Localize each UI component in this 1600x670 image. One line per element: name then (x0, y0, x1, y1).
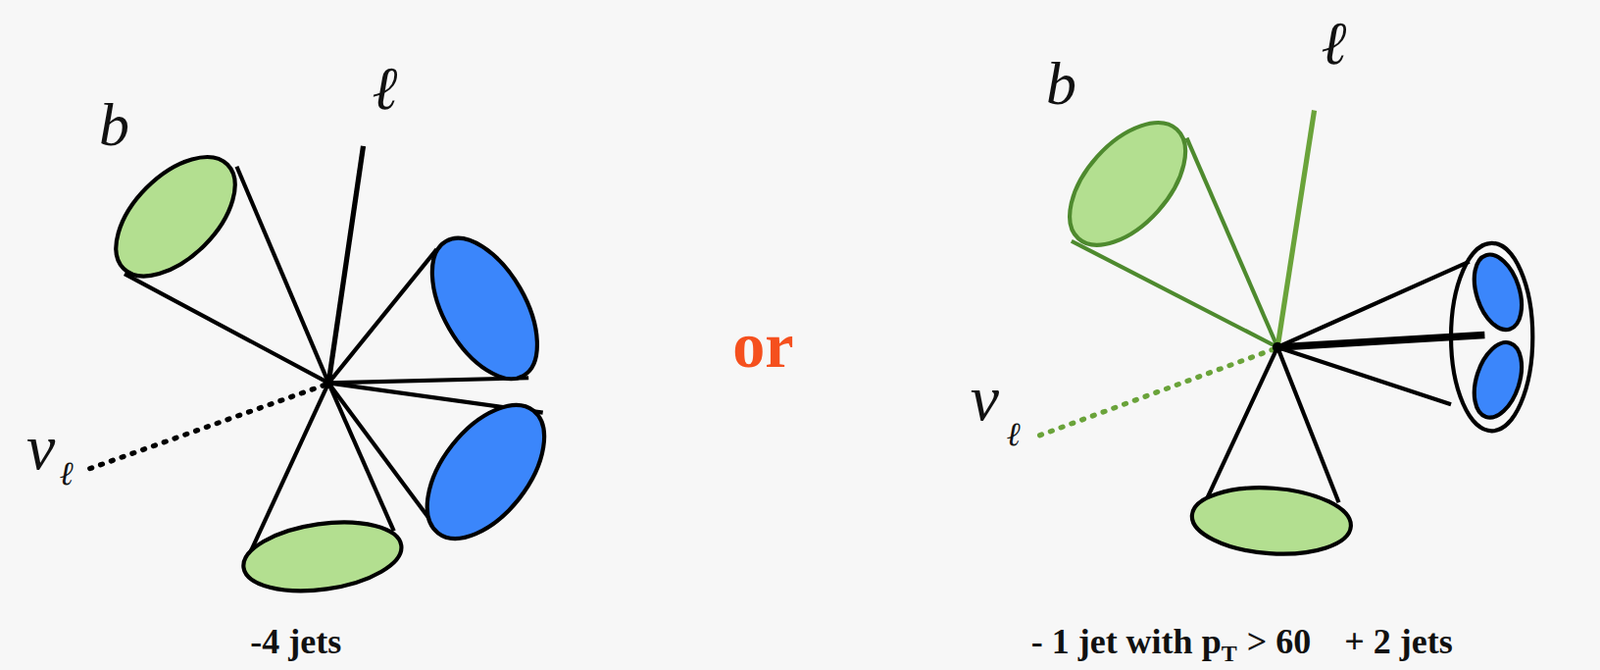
jet-cone (403, 384, 567, 559)
caption-text: > 60 (1247, 621, 1312, 661)
caption-text: - 1 jet with p (1031, 621, 1222, 661)
cone-edge (328, 377, 529, 383)
jet-cone (410, 220, 559, 397)
or-label: or (732, 312, 794, 378)
fat-jet-axis (1277, 335, 1485, 348)
cone-edge (1277, 347, 1339, 502)
particle-label: ν (970, 365, 1000, 431)
particle-label: b (99, 94, 130, 155)
caption-text: + 2 jets (1344, 621, 1452, 661)
cone-edge (1186, 138, 1278, 348)
neutrino-line (83, 385, 325, 471)
lepton-line (1277, 110, 1314, 348)
jet-cone (1190, 482, 1354, 559)
jet-cone (1048, 101, 1207, 266)
particle-subscript: ℓ (59, 456, 74, 491)
cone-edge (1071, 241, 1278, 348)
particle-label: ℓ (1320, 12, 1347, 74)
particle-label: ℓ (371, 57, 398, 119)
particle-label: ν (26, 414, 55, 480)
neutrino-line (1038, 349, 1274, 436)
vertex (1272, 342, 1283, 352)
cone-edge (328, 382, 395, 531)
particle-subscript: ℓ (1005, 417, 1020, 451)
topology-caption: -4 jets (250, 623, 342, 659)
topology-caption: - 1 jet with pT> 60+ 2 jets (1031, 623, 1453, 659)
subjet-cone (1465, 248, 1531, 336)
subscript-text: T (1221, 640, 1238, 666)
cone-edge (124, 273, 329, 383)
cone-edge (328, 249, 437, 383)
cone-edge (1277, 347, 1451, 404)
fat-jet-cone (1450, 243, 1533, 432)
cone-edge (236, 166, 329, 384)
jet-cone (239, 512, 406, 600)
particle-label: b (1046, 52, 1077, 114)
jet-cone (95, 135, 257, 298)
vertex (323, 377, 334, 388)
subjet-cone (1465, 336, 1531, 424)
